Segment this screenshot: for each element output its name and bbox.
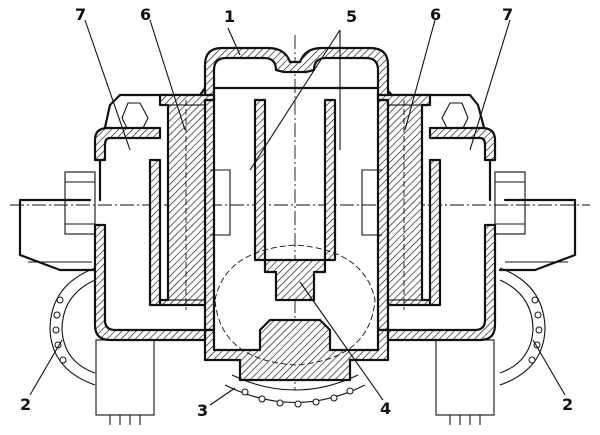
- label-part-6-left: 6: [140, 5, 151, 24]
- label-part-4: 4: [380, 399, 391, 418]
- label-part-7-right: 7: [502, 5, 513, 24]
- right-chambers: [361, 93, 526, 425]
- bolt-circle-left: [49, 267, 96, 386]
- bolt-circle-bottom: [214, 244, 376, 408]
- label-part-2-left: 2: [20, 395, 31, 414]
- label-part-3: 3: [197, 401, 208, 420]
- label-part-7-left: 7: [75, 5, 86, 24]
- left-chambers: [64, 93, 231, 425]
- part-labels: 1 2 2 3 4 5 6 6 7 7: [20, 5, 573, 420]
- label-part-6-right: 6: [430, 5, 441, 24]
- leader-lines: [29, 19, 566, 406]
- label-part-1: 1: [224, 7, 235, 26]
- label-part-2-right: 2: [562, 395, 573, 414]
- label-part-5: 5: [346, 7, 357, 26]
- bolt-circle-right: [499, 267, 546, 386]
